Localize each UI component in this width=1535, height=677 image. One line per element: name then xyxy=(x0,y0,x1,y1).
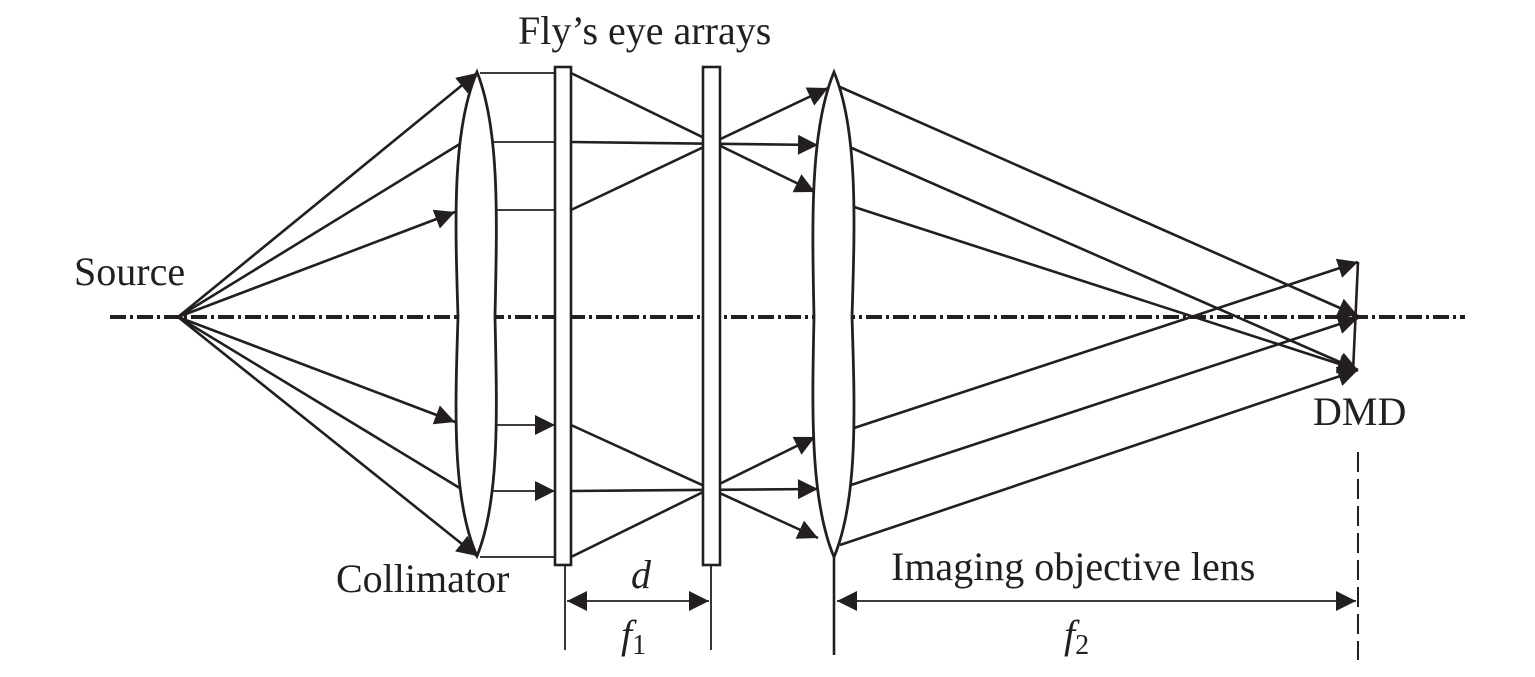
label-d: d xyxy=(631,552,652,597)
source-rays xyxy=(177,71,478,558)
label-f1: f1 xyxy=(621,612,646,661)
fly-eye-array-2 xyxy=(701,65,722,567)
dmd-plane xyxy=(1351,261,1360,373)
label-fly-eye-arrays: Fly’s eye arrays xyxy=(518,8,771,53)
collimated-rays xyxy=(480,72,555,558)
collimator-lens xyxy=(454,68,498,560)
label-dmd: DMD xyxy=(1313,389,1406,434)
imaging-objective-lens xyxy=(811,68,856,561)
label-f2: f2 xyxy=(1064,612,1089,661)
array-rays xyxy=(570,71,829,559)
label-f2-sub: 2 xyxy=(1075,630,1089,661)
fly-eye-array-1 xyxy=(553,65,573,567)
label-collimator: Collimator xyxy=(336,556,509,601)
label-f1-sub: 1 xyxy=(632,630,646,661)
label-source: Source xyxy=(74,249,185,294)
label-imaging-objective-lens: Imaging objective lens xyxy=(891,544,1255,589)
output-rays xyxy=(839,85,1359,547)
